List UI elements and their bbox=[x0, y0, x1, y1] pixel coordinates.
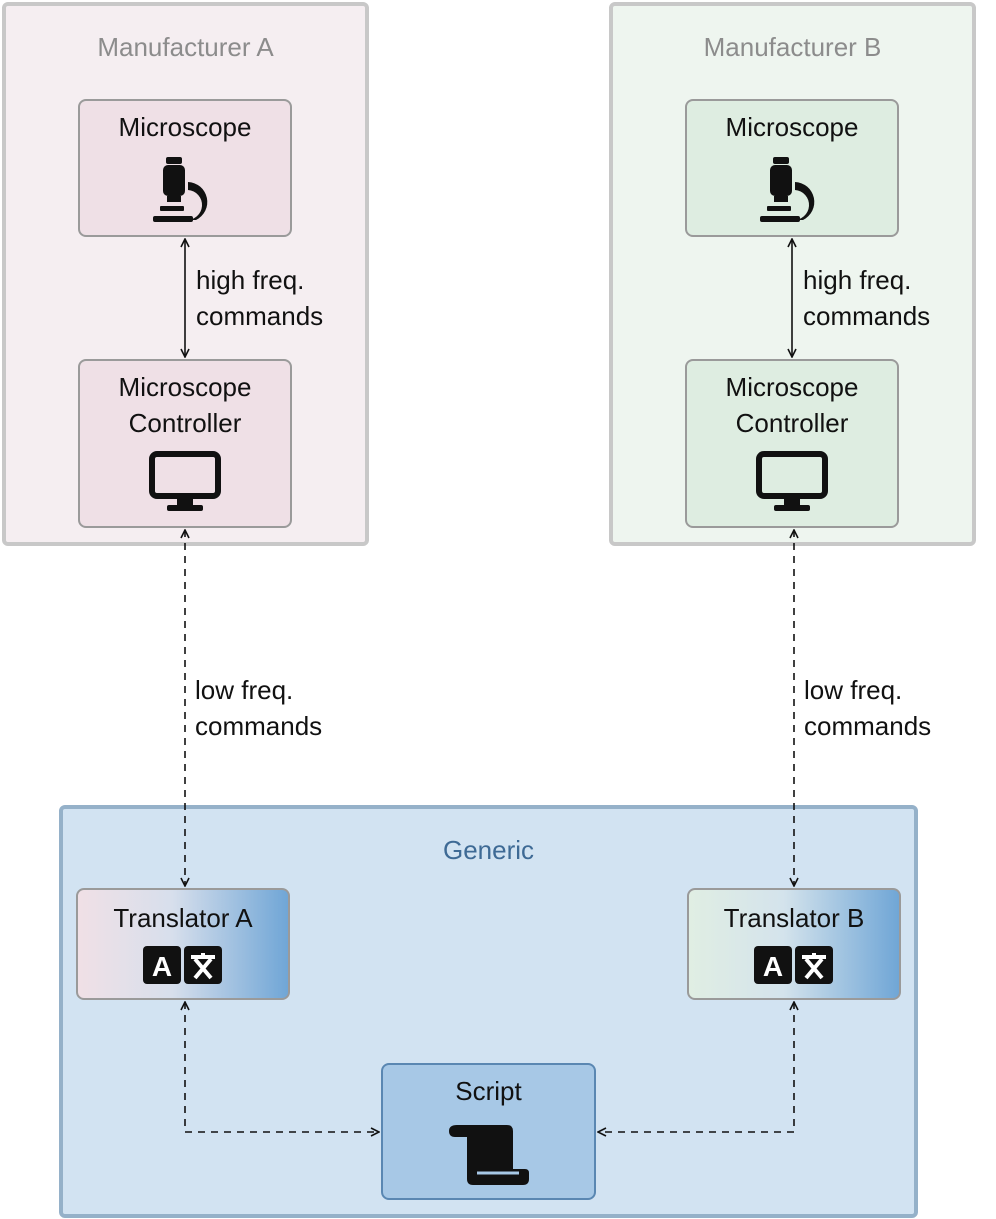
high-freq-label-a-line2: commands bbox=[196, 301, 324, 331]
translator-a-label: Translator A bbox=[113, 903, 253, 933]
microscope-b-label: Microscope bbox=[725, 112, 859, 142]
monitor-icon bbox=[756, 451, 828, 511]
microscope-b-box[interactable]: Microscope bbox=[685, 99, 899, 237]
controller-b-label-line2: Controller bbox=[735, 408, 849, 438]
controller-b-label-line1: Microscope bbox=[725, 372, 859, 402]
controller-b-box[interactable]: Microscope Controller bbox=[685, 359, 899, 528]
low-freq-label-b-line1: low freq. bbox=[804, 675, 903, 705]
translate-icon: A bbox=[143, 946, 222, 984]
high-freq-label-b-line2: commands bbox=[803, 301, 931, 331]
controller-a-label-line1: Microscope bbox=[118, 372, 252, 402]
translator-b-label: Translator B bbox=[723, 903, 865, 933]
scroll-icon bbox=[448, 1125, 529, 1185]
translate-icon: A bbox=[754, 946, 833, 984]
low-freq-label-a-line2: commands bbox=[195, 711, 323, 741]
controller-a-label-line2: Controller bbox=[128, 408, 242, 438]
manufacturer-b-title: Manufacturer B bbox=[703, 32, 882, 62]
svg-text:A: A bbox=[152, 951, 172, 982]
microscope-icon bbox=[153, 157, 208, 222]
microscope-icon bbox=[760, 157, 815, 222]
low-freq-label-b: low freq. commands bbox=[804, 672, 931, 744]
high-freq-label-b: high freq. commands bbox=[803, 262, 930, 334]
script-box[interactable]: Script bbox=[381, 1063, 596, 1200]
controller-a-box[interactable]: Microscope Controller bbox=[78, 359, 292, 528]
svg-text:A: A bbox=[763, 951, 783, 982]
translator-b-script-arrow bbox=[598, 1002, 794, 1132]
translator-b-box[interactable]: Translator B A bbox=[687, 888, 901, 1000]
monitor-icon bbox=[149, 451, 221, 511]
low-freq-label-b-line2: commands bbox=[804, 711, 932, 741]
manufacturer-a-title: Manufacturer A bbox=[97, 32, 274, 62]
low-freq-label-a-line1: low freq. bbox=[195, 675, 294, 705]
translator-a-box[interactable]: Translator A A bbox=[76, 888, 290, 1000]
generic-title: Generic bbox=[442, 835, 535, 865]
high-freq-label-a: high freq. commands bbox=[196, 262, 323, 334]
microscope-a-label: Microscope bbox=[118, 112, 252, 142]
low-freq-label-a: low freq. commands bbox=[195, 672, 322, 744]
high-freq-label-b-line1: high freq. bbox=[803, 265, 912, 295]
translator-a-script-arrow bbox=[185, 1002, 379, 1132]
high-freq-label-a-line1: high freq. bbox=[196, 265, 305, 295]
microscope-a-box[interactable]: Microscope bbox=[78, 99, 292, 237]
script-label: Script bbox=[455, 1076, 522, 1106]
